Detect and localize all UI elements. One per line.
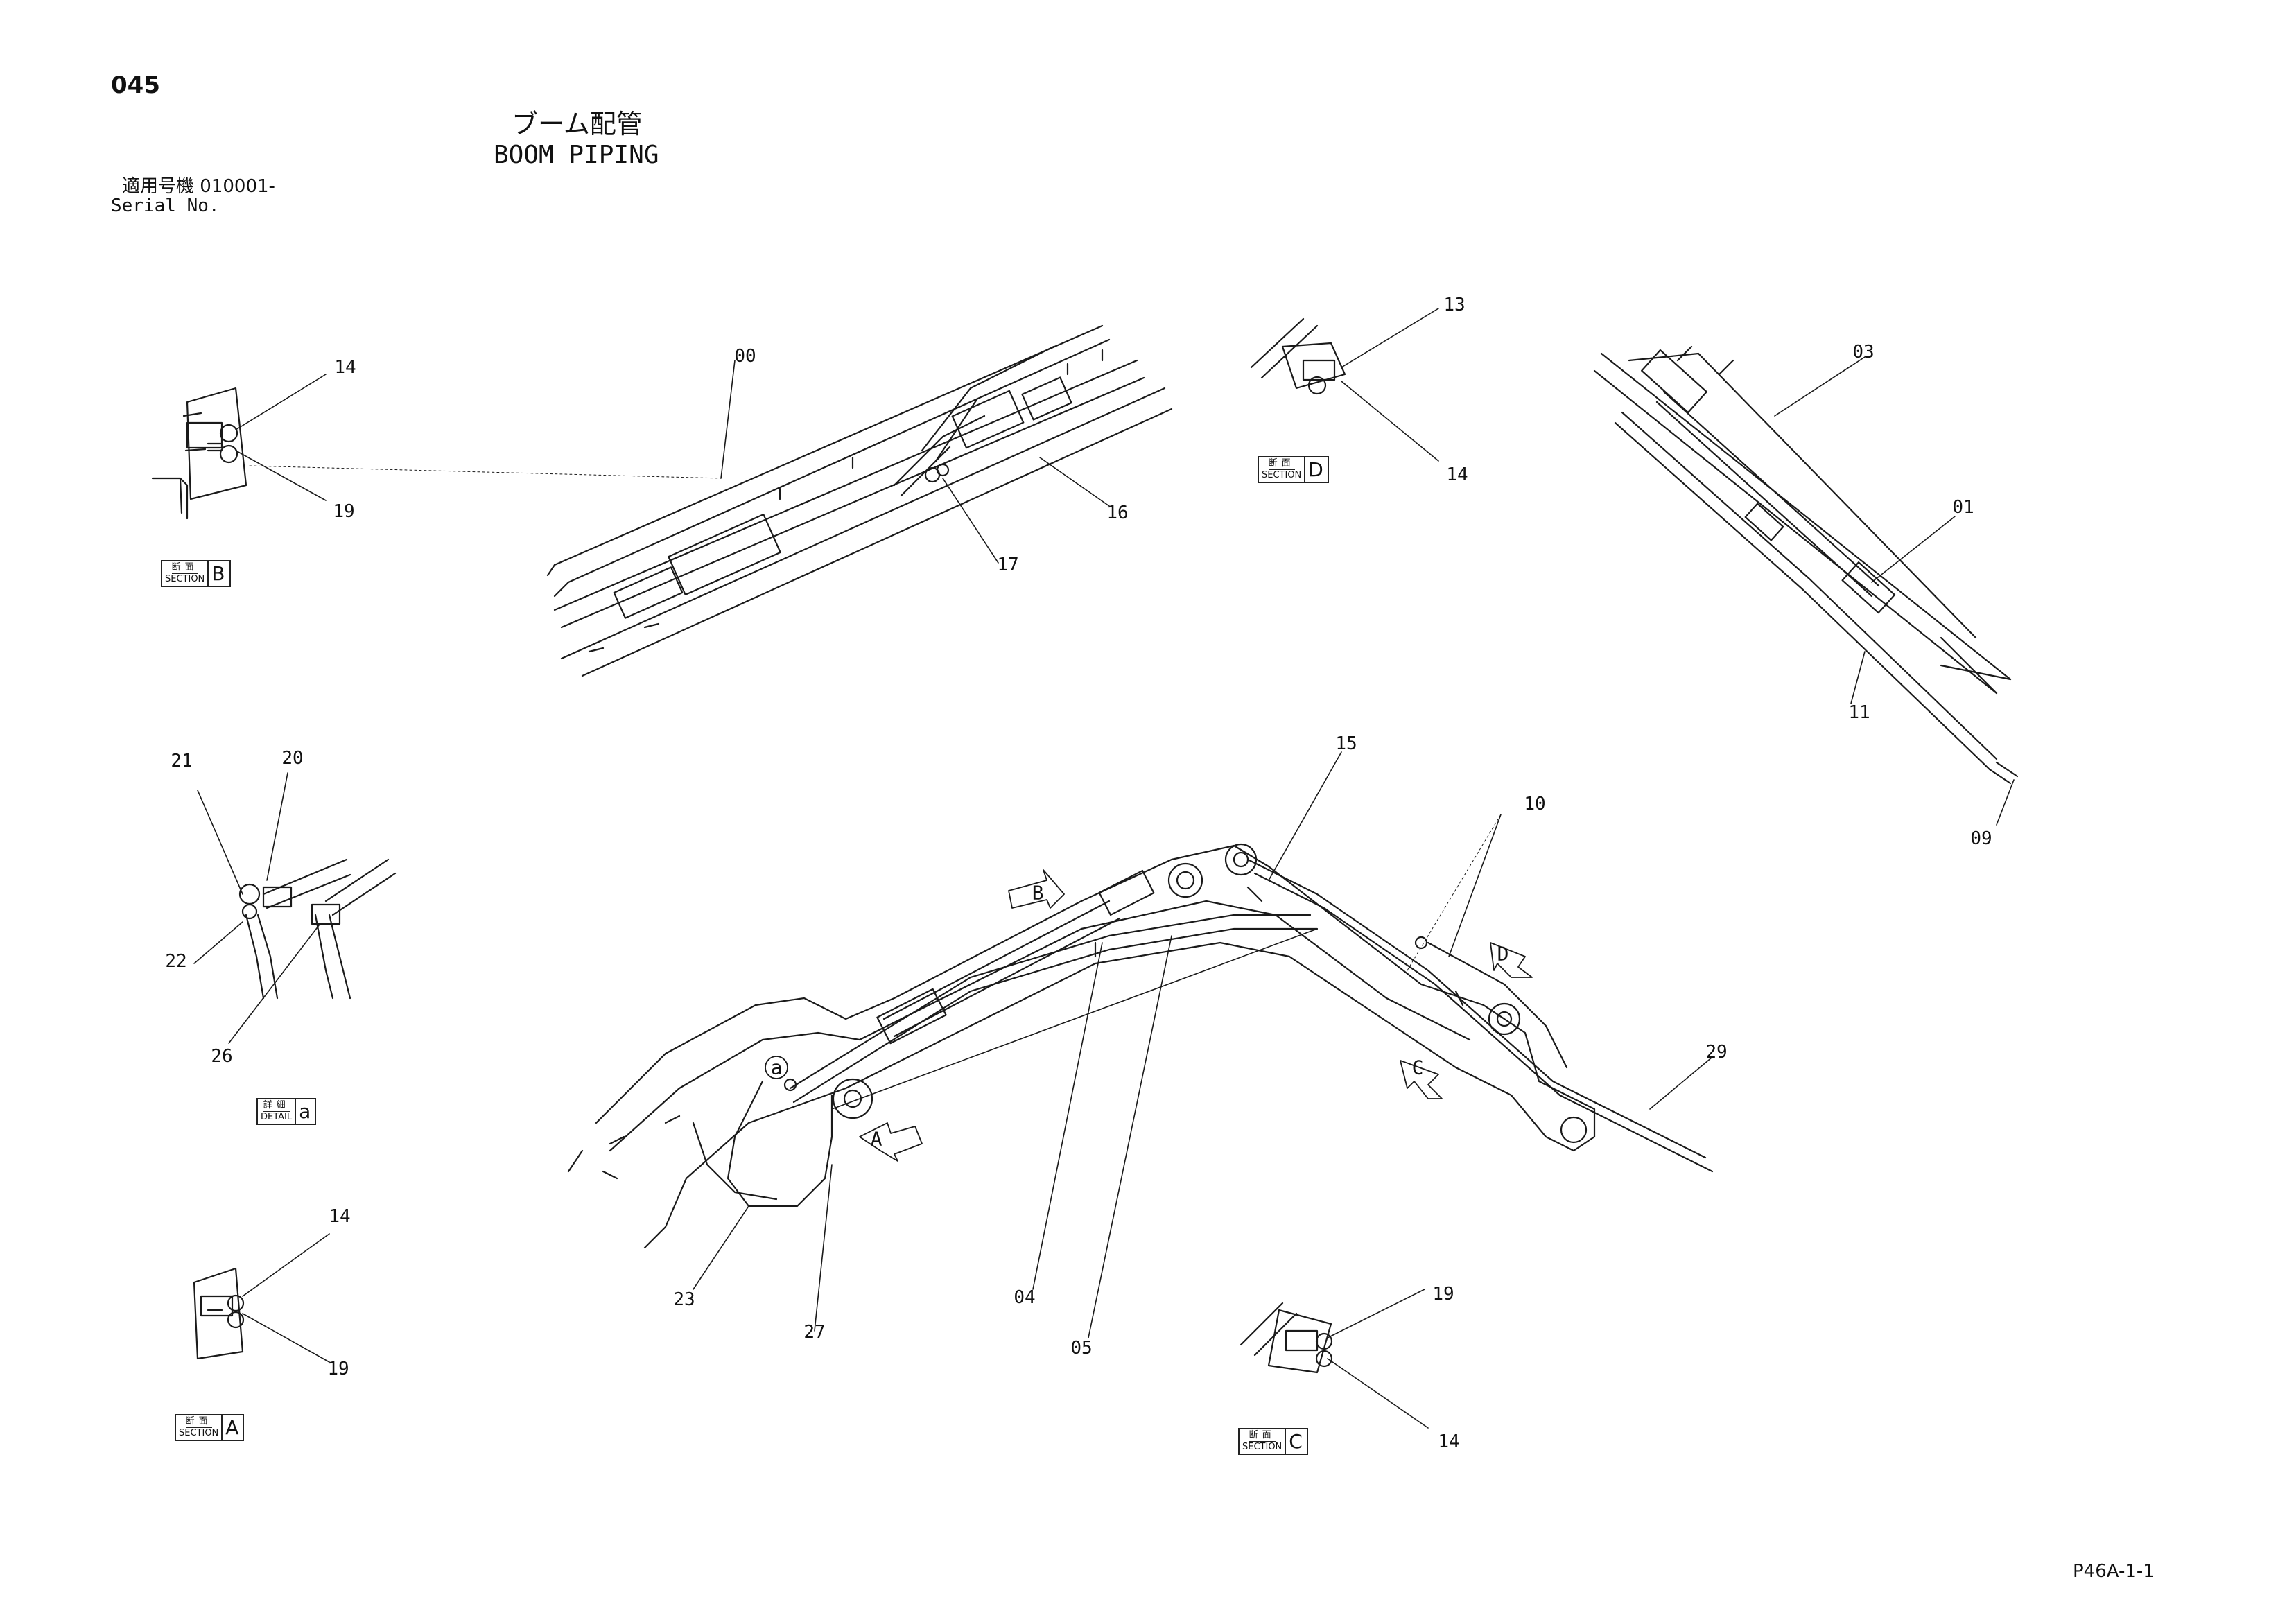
serial-label-jp-text: 適用号機 — [122, 176, 195, 197]
callout-05: 05 — [1070, 1338, 1093, 1359]
view-arrow-b-shape — [1008, 869, 1065, 909]
callout-16: 16 — [1106, 503, 1129, 523]
view-arrow-d-shape — [1490, 942, 1533, 978]
upper-boom-view — [546, 324, 1173, 677]
callout-15: 15 — [1335, 733, 1357, 754]
drawing-code: P46A-1-1 — [2073, 1561, 2155, 1582]
view-arrow-d: D — [1497, 942, 1509, 966]
callout-19-section-b: 19 — [333, 501, 355, 522]
serial-value: 010001- — [200, 176, 275, 197]
callout-21: 21 — [171, 751, 193, 771]
section-d-view — [1250, 308, 1439, 462]
view-arrows — [765, 869, 1533, 1162]
callout-23: 23 — [673, 1289, 695, 1310]
callout-13: 13 — [1443, 295, 1466, 315]
callout-00: 00 — [734, 346, 756, 367]
serial-label-english: Serial No. — [111, 195, 220, 216]
page-number: 045 — [111, 71, 160, 99]
callout-29: 29 — [1705, 1042, 1728, 1063]
main-boom-assembly — [567, 751, 1714, 1338]
title-japanese: ブーム配管 — [512, 109, 643, 139]
callout-01: 01 — [1952, 497, 1974, 518]
title-english: BOOM PIPING — [494, 141, 659, 169]
callout-27: 27 — [803, 1322, 826, 1343]
callout-19-section-c: 19 — [1432, 1284, 1454, 1305]
callout-04: 04 — [1014, 1287, 1036, 1308]
callout-20: 20 — [281, 748, 304, 769]
callout-14-section-b: 14 — [334, 357, 356, 378]
view-arrow-c: C — [1411, 1056, 1424, 1079]
section-b-view — [151, 374, 722, 520]
callout-14-section-d: 14 — [1446, 464, 1468, 485]
detail-a-circle — [765, 1056, 788, 1079]
view-arrow-b: B — [1032, 881, 1044, 905]
section-c-view — [1240, 1289, 1429, 1429]
callout-26: 26 — [211, 1046, 233, 1067]
serial-label-japanese: 適用号機 010001- — [122, 177, 275, 195]
callout-09: 09 — [1970, 828, 1992, 849]
callout-14-section-a: 14 — [329, 1206, 351, 1227]
view-arrow-a: A — [870, 1127, 882, 1151]
cylinder-view-right — [1593, 345, 2019, 826]
callout-11: 11 — [1848, 702, 1870, 723]
callout-19-section-a: 19 — [327, 1359, 349, 1379]
callout-22: 22 — [165, 951, 187, 972]
detail-a-marker: a — [770, 1056, 783, 1079]
callout-14-section-c: 14 — [1438, 1431, 1460, 1452]
callout-17: 17 — [997, 555, 1019, 575]
callout-10: 10 — [1524, 794, 1546, 814]
section-a-view — [193, 1233, 330, 1363]
view-arrow-c-shape — [1400, 1060, 1443, 1099]
callout-03: 03 — [1852, 342, 1875, 363]
detail-a-view — [193, 772, 397, 1044]
view-arrow-a-shape — [859, 1122, 923, 1162]
